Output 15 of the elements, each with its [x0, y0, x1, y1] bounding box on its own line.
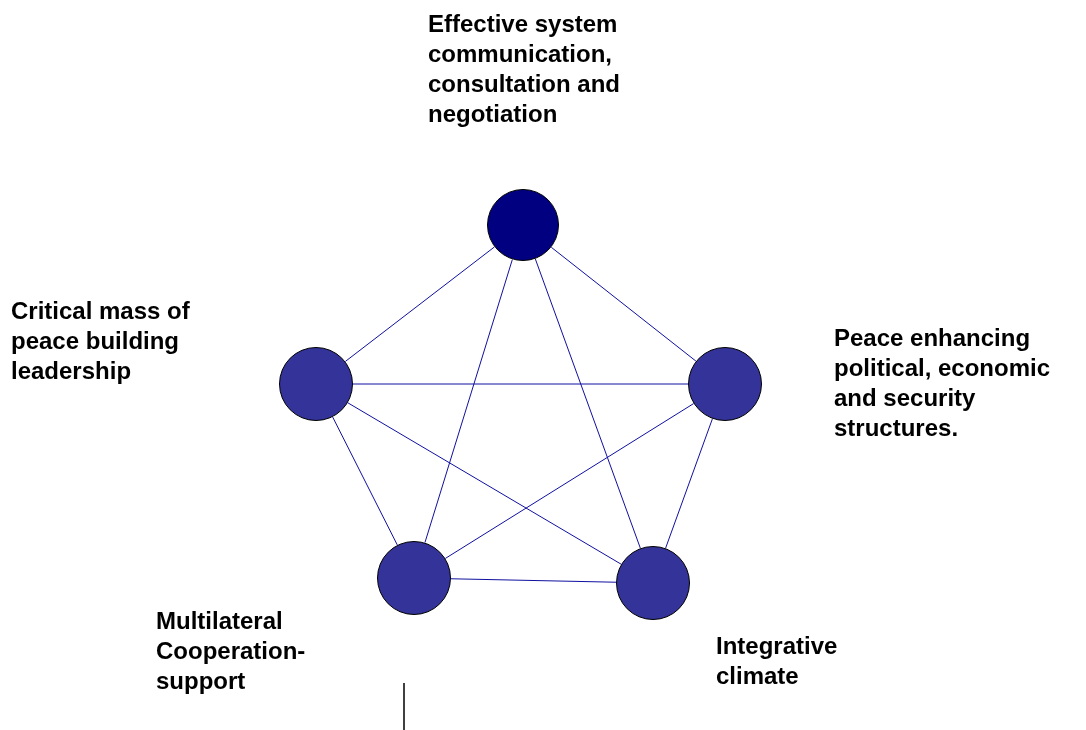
connector-line [534, 258, 641, 549]
node-label: Multilateral Cooperation-support [156, 606, 307, 696]
connector-line [344, 246, 495, 362]
node-label: Integrative climate [716, 631, 839, 691]
connector-line [665, 418, 713, 549]
connector-line [424, 258, 513, 544]
node-label: Peace enhancing political, economic and security structures. [834, 323, 1052, 443]
connector-line [332, 416, 398, 546]
connector-line [450, 578, 617, 583]
connector-line [352, 383, 689, 385]
connector-line [550, 246, 697, 362]
connector-line [444, 403, 695, 559]
node-label: Effective system communication, consultation and negotiation [428, 9, 621, 129]
node-label: Critical mass of peace building leadership [11, 296, 191, 386]
connector-line [347, 402, 622, 565]
